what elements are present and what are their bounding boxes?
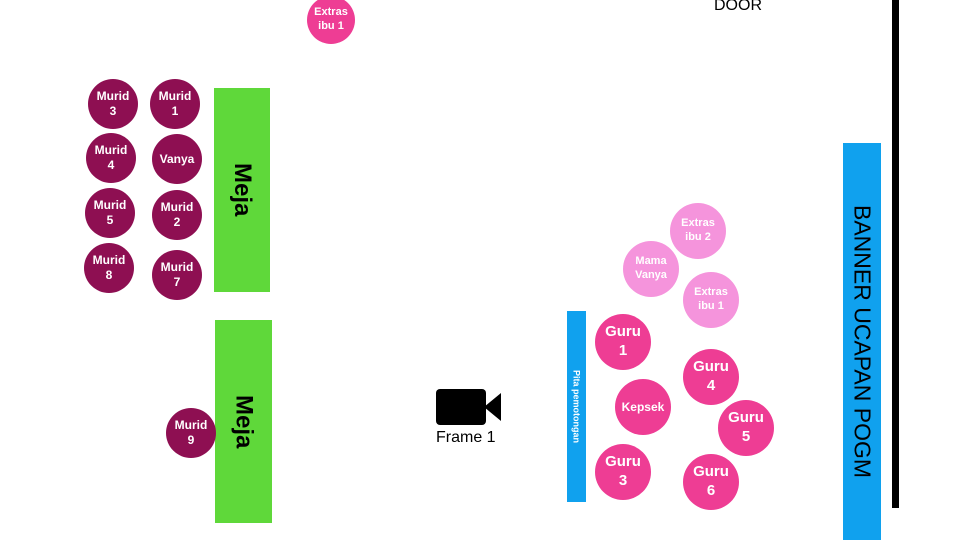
- door-label: DOOR: [714, 0, 762, 14]
- seat-murid-3: Murid 3: [88, 79, 138, 129]
- seat-guru-3: Guru 3: [595, 444, 651, 500]
- seat-guru-5: Guru 5: [718, 400, 774, 456]
- seat-vanya: Vanya: [152, 134, 202, 184]
- seat-guru-1: Guru 1: [595, 314, 651, 370]
- video-camera-icon: [436, 389, 501, 425]
- table-2: Meja: [215, 320, 272, 523]
- seat-murid-5: Murid 5: [85, 188, 135, 238]
- wall: [892, 0, 899, 508]
- table-label: Meja: [230, 394, 258, 449]
- table-label: Meja: [229, 163, 256, 217]
- table-1: Meja: [214, 88, 270, 292]
- banner: BANNER UCAPAN POGM: [843, 143, 881, 540]
- seat-murid-8: Murid 8: [84, 243, 134, 293]
- seat-guru-4: Guru 4: [683, 349, 739, 405]
- seat-murid-4: Murid 4: [86, 133, 136, 183]
- seat-murid-2: Murid 2: [152, 190, 202, 240]
- seat-guru-6: Guru 6: [683, 454, 739, 510]
- seat-extras-ibu-2: Extras ibu 2: [670, 203, 726, 259]
- ribbon-label: Pita pemotongan: [571, 369, 582, 443]
- seat-mama-vanya: Mama Vanya: [623, 241, 679, 297]
- seat-extras-ibu-1: Extras ibu 1: [683, 272, 739, 328]
- seat-murid-7: Murid 7: [152, 250, 202, 300]
- seat-murid-9: Murid 9: [166, 408, 216, 458]
- seat-extras-top: Extras ibu 1: [307, 0, 355, 44]
- seat-murid-1: Murid 1: [150, 79, 200, 129]
- camera: [436, 388, 502, 426]
- banner-label: BANNER UCAPAN POGM: [849, 204, 876, 479]
- ribbon: Pita pemotongan: [567, 311, 586, 502]
- seat-kepsek: Kepsek: [615, 379, 671, 435]
- camera-label: Frame 1: [436, 429, 496, 446]
